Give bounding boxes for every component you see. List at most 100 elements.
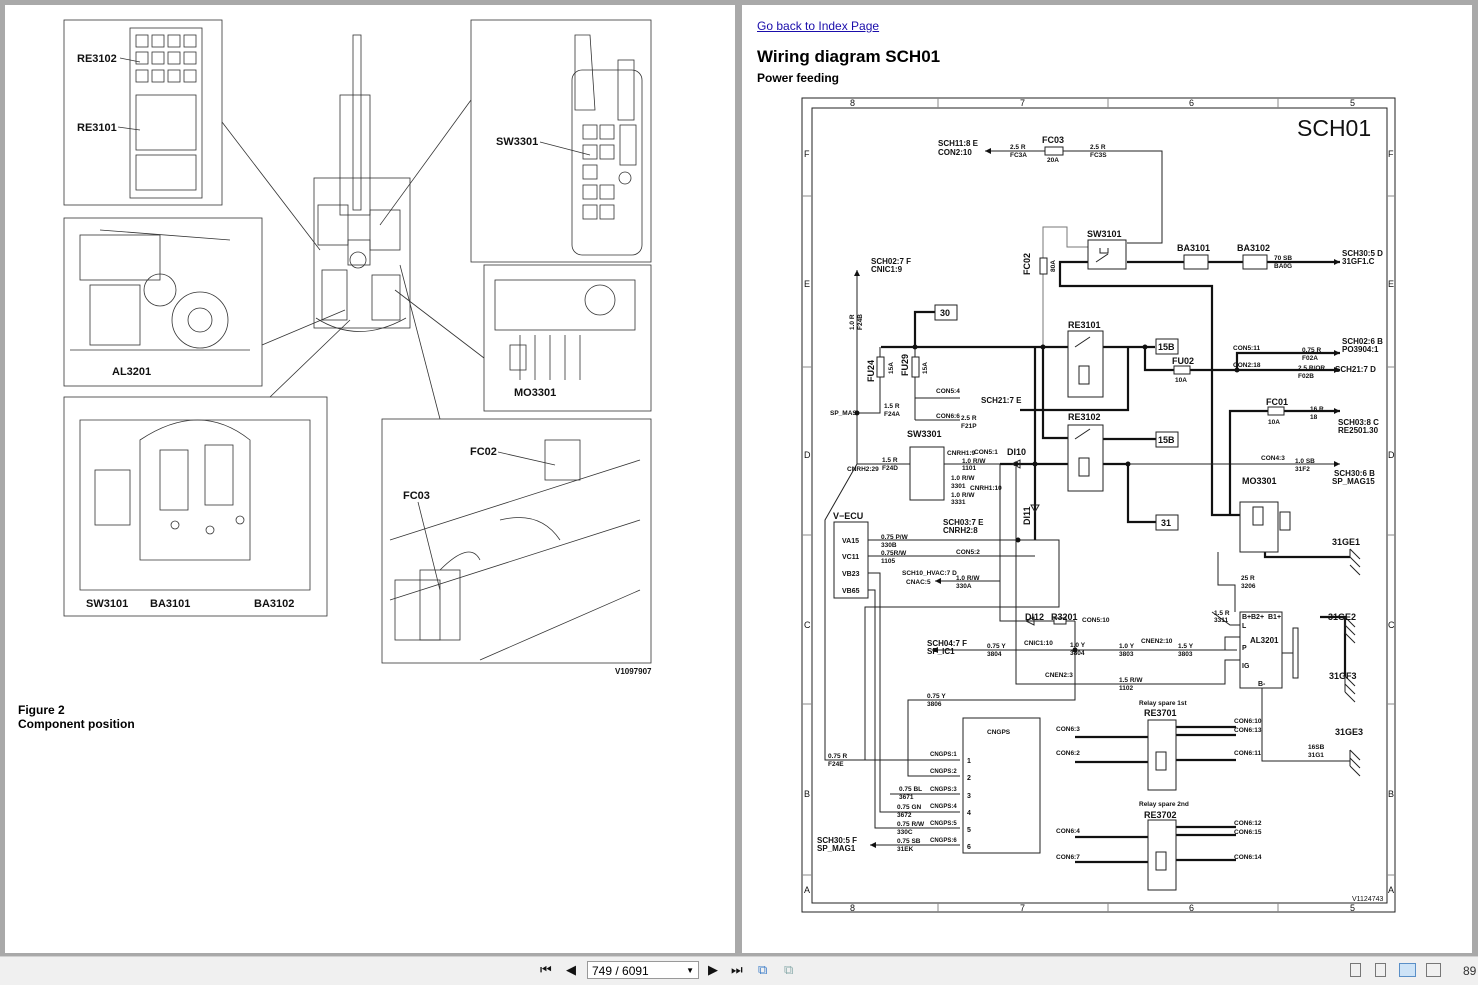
viewer-toolbar: ⏮ ◀ 749 / 6091 ▼ ▶ ⏭ ⧉ ⧉ 89: [0, 956, 1478, 985]
wire-label: 1.5 R: [1214, 610, 1230, 617]
diode-di12: [1024, 616, 1035, 626]
relay-box-panel: [63, 19, 223, 206]
callout-al3201: AL3201: [112, 366, 151, 378]
figure-label: Figure 2: [18, 703, 65, 717]
wires: [824, 150, 1350, 864]
cngps-pin: CNGPS:1: [930, 752, 957, 758]
label-terminal-15b: 15B: [1158, 342, 1175, 352]
ref-label: SCH21:7 D: [1335, 365, 1376, 374]
wire-label: 3311: [1214, 617, 1228, 624]
wire-label: 2.5 R: [961, 415, 977, 422]
al-pin: IG: [1242, 663, 1250, 670]
callout-re3101: RE3101: [77, 122, 117, 134]
fuse-fc02: [1039, 257, 1048, 275]
first-page-icon[interactable]: ⏮: [540, 962, 552, 977]
label-di12: DI12: [1025, 612, 1044, 622]
wire-label: 330A: [956, 583, 972, 590]
label-fu29-rating: 15A: [922, 362, 929, 374]
back-to-index-link[interactable]: Go back to Index Page: [757, 19, 880, 33]
label-vecu: V−ECU: [833, 511, 863, 521]
wire-label: 2.5 R: [1090, 144, 1106, 151]
row-label: F: [1388, 149, 1394, 159]
cngps-pin: CNGPS:6: [930, 838, 957, 844]
sheet-id: SCH01: [1297, 115, 1371, 141]
label-al3201: AL3201: [1250, 636, 1279, 645]
cross-references: SCH11:8 E CON2:10 SCH30:5 D 31GF1.C SCH0…: [817, 139, 1383, 853]
wire-label: 3301: [951, 483, 966, 490]
al-pin: B1+: [1268, 614, 1281, 621]
wire-label: CON4:3: [1261, 455, 1285, 462]
component-position-figure: RE3102 RE3101 AL3201 SW3101 BA3101 BA310…: [63, 19, 652, 676]
wire-label: 3672: [897, 812, 912, 819]
wire-label: CON6:2: [1056, 750, 1080, 757]
wire-label: 0.75 BL: [899, 786, 922, 793]
ground-label: 31GF3: [1329, 671, 1357, 681]
wire-label: 1.0 Y: [1119, 643, 1135, 650]
insert-page-icon[interactable]: ⧉: [784, 962, 794, 977]
label-fu02-rating: 10A: [1175, 377, 1187, 384]
cngps-number: 2: [967, 775, 971, 782]
wire-label: CON5:4: [936, 388, 960, 395]
ecu-pin: VC11: [842, 554, 859, 561]
wire-label: 1.5 R/W: [1119, 677, 1143, 684]
row-label: C: [804, 620, 811, 630]
ref-label: SCH03:7 E: [943, 518, 984, 527]
chevron-down-icon: ▼: [686, 966, 694, 975]
page-number-select[interactable]: 749 / 6091 ▼: [587, 961, 699, 979]
callout-ba3102: BA3102: [254, 598, 294, 610]
row-label: E: [804, 279, 810, 289]
column-label: 6: [1189, 98, 1194, 108]
callout-re3102: RE3102: [77, 53, 117, 65]
continuous-view-icon[interactable]: [1375, 963, 1386, 977]
wire-label: 3803: [1178, 651, 1193, 658]
cngps-number: 4: [967, 810, 971, 817]
two-page-continuous-icon[interactable]: [1426, 963, 1441, 977]
wire-label: CNRH1:9: [947, 450, 976, 457]
diode-di10: [1010, 459, 1021, 469]
cngps-pin: CNGPS:4: [930, 804, 957, 810]
ecu-pin: VB23: [842, 571, 860, 578]
ref-label: CNRH2:8: [943, 526, 978, 535]
wire-label: F02B: [1298, 373, 1314, 380]
wire-label: CON5:10: [1082, 617, 1110, 624]
wire-label: 18: [1310, 414, 1318, 421]
callout-sw3301: SW3301: [496, 136, 538, 148]
ref-label: 31GF1.C: [1342, 257, 1375, 266]
wire-label: 330C: [897, 829, 913, 836]
wire-label: 31F2: [1295, 466, 1310, 473]
ecu-pin: VB65: [842, 588, 860, 595]
wire-label: 31G1: [1308, 752, 1324, 759]
image-id: V1097907: [615, 667, 652, 676]
drawing-id: V1124743: [1352, 896, 1384, 903]
wire-label: 1.0 R/W: [951, 475, 975, 482]
wire-label: CON2:18: [1233, 362, 1261, 369]
prev-page-icon[interactable]: ◀: [566, 962, 576, 977]
machine-drawing: [313, 34, 411, 332]
wire-label: 3331: [951, 499, 966, 506]
battery-ba3102: [1242, 254, 1268, 270]
resistor-r3201: [1053, 617, 1067, 625]
two-page-view-icon[interactable]: [1399, 963, 1416, 977]
ref-label: SCH04:7 F: [927, 639, 967, 648]
label-r3201: R3201: [1051, 612, 1078, 622]
extract-page-icon[interactable]: ⧉: [758, 962, 768, 977]
fuse-fu24: [876, 356, 885, 378]
wire-label: CNRH1:10: [970, 485, 1002, 492]
wire-label: FC3S: [1090, 152, 1107, 159]
ref-label: SCH02:7 F: [871, 257, 911, 266]
left-page: RE3102 RE3101 AL3201 SW3101 BA3101 BA310…: [5, 5, 735, 953]
al-pin: P: [1242, 645, 1247, 652]
wire-label: CON6:10: [1234, 718, 1262, 725]
wire-label: 3806: [927, 701, 942, 708]
next-page-icon[interactable]: ▶: [708, 962, 718, 977]
single-page-view-icon[interactable]: [1350, 963, 1361, 977]
last-page-icon[interactable]: ⏭: [731, 962, 743, 977]
ref-label: SCH03:8 C: [1338, 418, 1379, 427]
wire-label: CNEN2:10: [1141, 638, 1173, 645]
battery-view: [63, 396, 328, 617]
wire-label: CON6:4: [1056, 828, 1080, 835]
wire-label: CNEN2:3: [1045, 672, 1073, 679]
terminal-30: [934, 304, 958, 321]
callout-sw3101: SW3101: [86, 598, 128, 610]
battery-ba3101: [1183, 254, 1209, 270]
